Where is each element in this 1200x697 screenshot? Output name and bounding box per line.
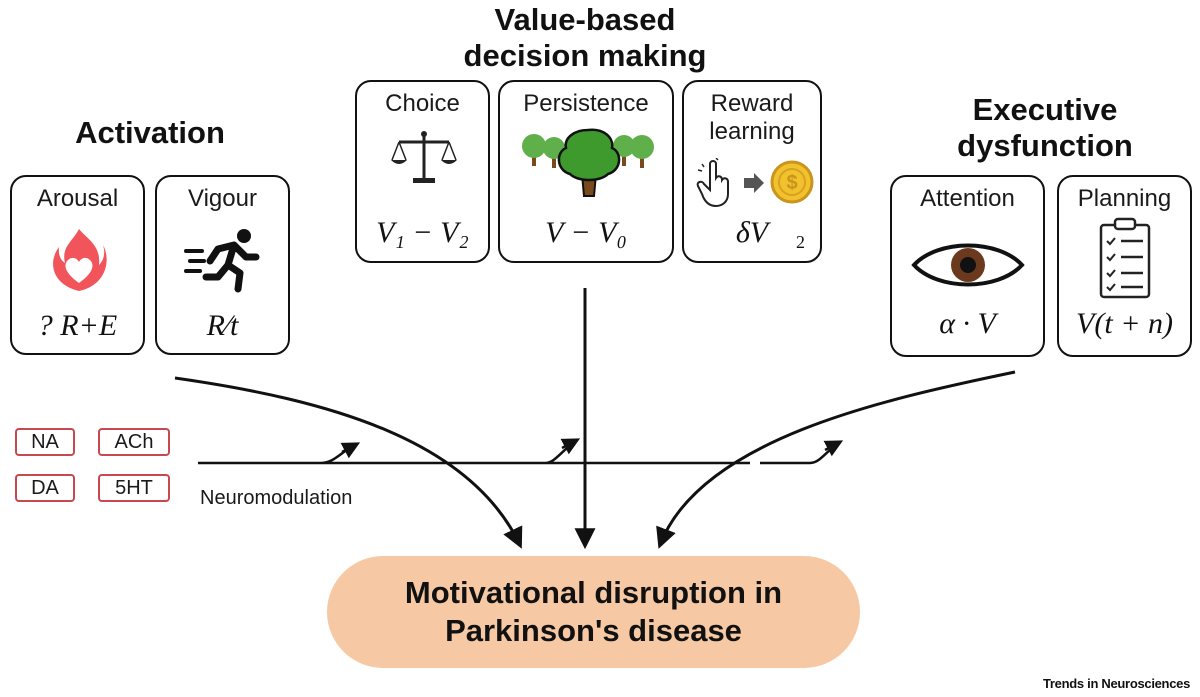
neuromodulation-label: Neuromodulation (200, 487, 353, 509)
box-arousal-formula: ? R+E (37, 309, 118, 342)
box-choice-formula: V₁ − V₂ (376, 216, 469, 249)
neuromodulator-chip-da: DA (15, 474, 75, 502)
box-vigour-formula: R⁄t (206, 309, 239, 342)
neuromodulation-line (198, 438, 841, 465)
outcome-motivational-disruption: Motivational disruption in Parkinson's d… (327, 556, 860, 668)
pointer-hand-icon (696, 160, 729, 208)
box-planning-formula: V(t + n) (1076, 307, 1173, 340)
box-planning: Planning V(t + n) (1057, 175, 1192, 357)
arrow-executive-to-outcome (656, 370, 1016, 549)
heading-value-based-decision-making: Value-based decision making (463, 2, 707, 73)
heading-executive-dysfunction: Executive dysfunction (957, 92, 1133, 163)
heading-activation: Activation (75, 115, 225, 150)
neuromodulation-arrow-2 (560, 438, 581, 455)
box-reward-learning-formula-suffix: 2 (796, 232, 805, 252)
running-person-icon (184, 229, 260, 293)
box-arousal-label: Arousal (36, 185, 119, 212)
box-reward-learning-label: Reward learning (709, 90, 795, 145)
balance-scale-icon (391, 131, 457, 183)
box-persistence: Persistence V − V₀ (498, 80, 674, 263)
box-vigour: Vigour R⁄t (155, 175, 290, 355)
box-persistence-formula: V − V₀ (545, 216, 627, 249)
journal-credit: Trends in Neurosciences (1043, 676, 1190, 691)
box-planning-label: Planning (1077, 185, 1172, 212)
arrow-activation-to-outcome (174, 376, 523, 549)
click-to-coin-icon: $ (696, 158, 814, 208)
coin-icon (770, 160, 814, 204)
trees-icon (522, 128, 654, 197)
box-reward-learning-formula: δV (735, 216, 769, 249)
box-attention: Attention α · V (890, 175, 1045, 357)
box-attention-label: Attention (920, 185, 1015, 212)
neuromodulator-chip-ach: ACh (98, 428, 170, 456)
box-persistence-label: Persistence (523, 90, 649, 117)
box-reward-learning: Reward learning $ δV 2 (682, 80, 822, 263)
arrow-right-icon (744, 173, 764, 193)
neuromodulator-chip-5ht: 5HT (98, 474, 170, 502)
box-vigour-label: Vigour (188, 185, 257, 212)
box-attention-formula: α · V (939, 307, 996, 340)
heart-flame-icon (53, 229, 107, 291)
box-arousal: Arousal ? R+E (10, 175, 145, 355)
svg-text:$: $ (786, 172, 797, 194)
neuromodulator-chip-na: NA (15, 428, 75, 456)
eye-icon (911, 243, 1025, 287)
box-choice: Choice V₁ − V₂ (355, 80, 490, 263)
neuromodulation-arrow-1 (340, 442, 361, 459)
neuromodulation-arrow-3 (823, 440, 844, 457)
clipboard-checklist-icon (1099, 217, 1151, 299)
box-choice-label: Choice (385, 90, 460, 117)
